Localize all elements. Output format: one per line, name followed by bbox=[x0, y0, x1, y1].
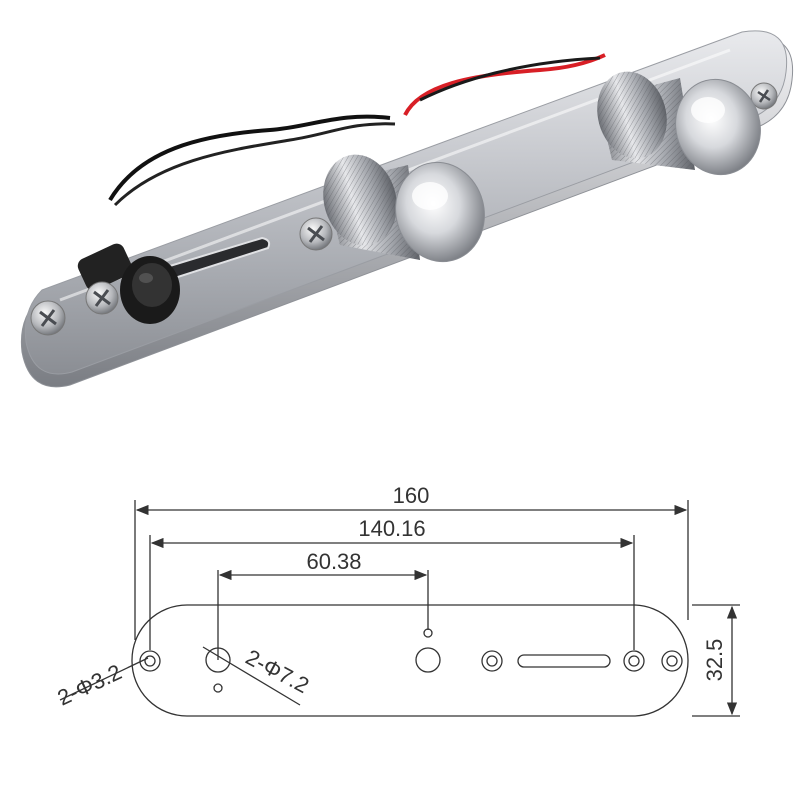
dim-overall-length: 160 bbox=[393, 483, 430, 508]
dim-mount-hole-note: 2-Φ3.2 bbox=[54, 659, 126, 710]
wires bbox=[108, 53, 606, 207]
pot-hole-left bbox=[205, 647, 231, 673]
dim-knob-spacing: 60.38 bbox=[306, 549, 361, 574]
switch-slot bbox=[517, 654, 611, 668]
selector-switch bbox=[77, 243, 180, 324]
black-wire-top bbox=[419, 56, 601, 102]
leader-mount-hole bbox=[59, 657, 149, 701]
small-hole-center bbox=[423, 628, 433, 638]
red-wire bbox=[403, 53, 606, 116]
black-wire bbox=[108, 114, 391, 202]
switch-screw-hole-right bbox=[623, 650, 645, 672]
small-hole-left bbox=[213, 683, 223, 693]
volume-knob bbox=[323, 154, 485, 263]
pot-hole-center bbox=[415, 647, 441, 673]
dim-pot-hole-note: 2-Φ7.2 bbox=[242, 644, 314, 698]
switch-screw bbox=[85, 281, 119, 315]
black-wire-2 bbox=[113, 122, 396, 207]
mount-screw-right bbox=[750, 82, 778, 110]
mount-screw-left bbox=[30, 300, 66, 336]
switch-screw-2 bbox=[299, 217, 333, 251]
dim-outer-hole-spacing: 140.16 bbox=[358, 516, 425, 541]
plate-outline bbox=[131, 604, 689, 717]
leader-pot-hole bbox=[202, 646, 301, 706]
dim-plate-width: 32.5 bbox=[702, 639, 727, 682]
mount-hole-left bbox=[139, 650, 161, 672]
tone-knob bbox=[597, 71, 761, 176]
switch-screw-hole-left bbox=[481, 650, 503, 672]
mount-hole-right bbox=[661, 650, 683, 672]
technical-drawing bbox=[59, 500, 740, 717]
